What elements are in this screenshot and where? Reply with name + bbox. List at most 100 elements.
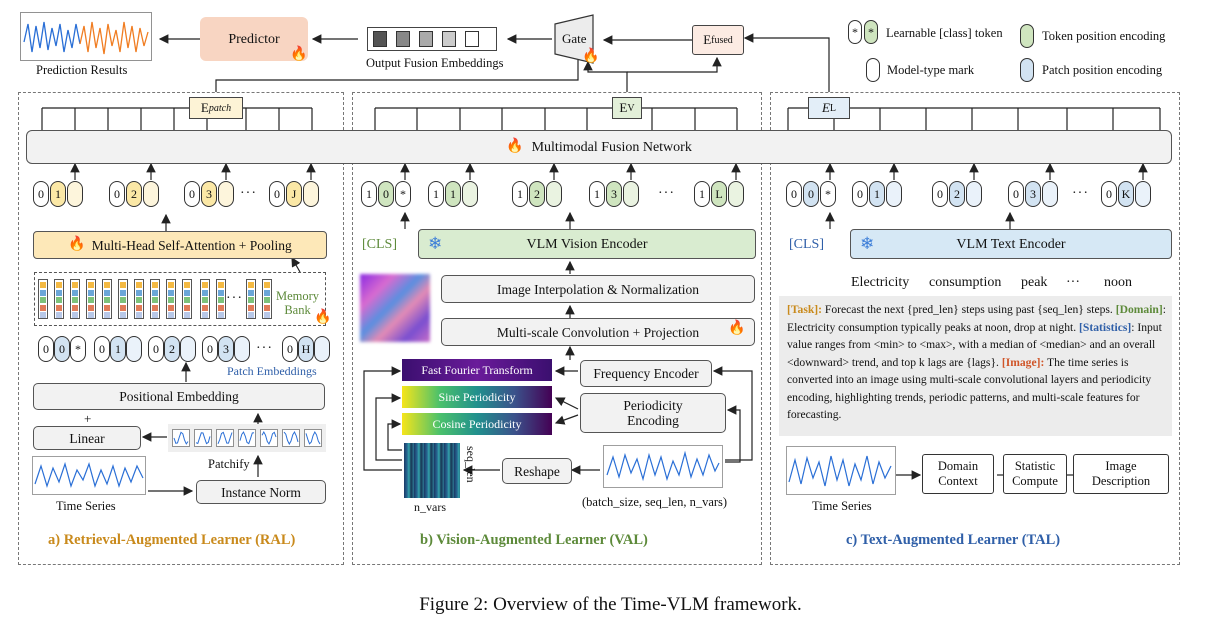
reshaped-matrix-image [404, 443, 460, 498]
patch-thumbnail [194, 429, 212, 447]
tal-token-word [1042, 181, 1058, 207]
token-text: L [715, 186, 723, 201]
ral-patch-position: 3 [218, 336, 234, 362]
memory-slot [86, 279, 96, 319]
memory-cell [152, 312, 158, 318]
memory-cell [168, 282, 174, 288]
memory-slot [102, 279, 112, 319]
token-text: 0 [287, 341, 293, 356]
memory-cell [152, 297, 158, 303]
attention-pooling-box: 🔥 Multi-Head Self-Attention + Pooling [33, 231, 327, 259]
ral-patch-model-token: 0 [148, 336, 164, 362]
ral-patch-embedding [234, 336, 250, 362]
word-consumption: consumption [929, 275, 1002, 290]
val-token-patch [546, 181, 562, 207]
sine-label: Sine Periodicity [438, 389, 516, 404]
ral-patch-position: 0 [54, 336, 70, 362]
embedding-slot [442, 31, 456, 47]
token-text: 0 [383, 186, 389, 201]
ral-patch-embedding [126, 336, 142, 362]
memory-cell [40, 289, 46, 296]
memory-cell [184, 282, 190, 288]
memory-slot [38, 279, 48, 319]
token-text: 1 [55, 186, 61, 201]
memory-cell [248, 297, 254, 303]
patch-thumbnail [238, 429, 256, 447]
token-text: 2 [169, 341, 175, 356]
token-text: H [301, 341, 311, 356]
sine-periodicity-strip: Sine Periodicity [402, 386, 552, 408]
legend-token-pos-token [1020, 24, 1034, 48]
token-text: 0 [59, 341, 65, 356]
legend-patch-pos-token [1020, 58, 1034, 82]
memory-slot [182, 279, 192, 319]
ral-patch-position: H [298, 336, 314, 362]
figure-caption: Figure 2: Overview of the Time-VLM frame… [419, 594, 802, 615]
memory-cell [72, 304, 78, 311]
memory-cell [104, 289, 110, 296]
cosine-label: Cosine Periodicity [432, 416, 522, 431]
star-glyph: * [852, 24, 858, 39]
memory-cell [202, 289, 208, 296]
ral-caption: a) Retrieval-Augmented Learner (RAL) [48, 532, 296, 548]
memory-cell [56, 304, 62, 311]
token-text: K [1121, 186, 1131, 201]
token-text: * [75, 341, 81, 356]
memory-cell [72, 312, 78, 318]
memory-bank-frame [34, 272, 326, 326]
plus-sign: + [84, 411, 92, 426]
fusion-label: Multimodal Fusion Network [531, 139, 692, 155]
memory-cell [40, 297, 46, 303]
memory-cell [40, 282, 46, 288]
val-cls-label: [CLS] [362, 237, 397, 252]
val-token-position: 3 [606, 181, 622, 207]
memory-cell [136, 297, 142, 303]
ral-token-position: 3 [201, 181, 217, 207]
patch-thumbnail [260, 429, 278, 447]
word-noon: noon [1104, 275, 1132, 290]
token-text: 2 [534, 186, 540, 201]
statistic-compute-label: Statistic Compute [1012, 459, 1058, 488]
legend-model-type-label: Model-type mark [887, 63, 975, 77]
positional-embedding-label: Positional Embedding [119, 389, 239, 404]
seq-len-label: seq_len [464, 446, 478, 483]
vision-encoder-label: VLM Vision Encoder [526, 236, 648, 252]
tal-token-position: 1 [869, 181, 885, 207]
memory-cell [248, 282, 254, 288]
word-ellipsis: ··· [1066, 275, 1080, 290]
image-interpolation-box: Image Interpolation & Normalization [441, 275, 755, 303]
predictor-label: Predictor [228, 31, 280, 47]
fire-icon: 🔥 [314, 310, 332, 325]
tal-time-series-plot [786, 446, 896, 495]
memory-cell [56, 312, 62, 318]
memory-slot [70, 279, 80, 319]
ellipsis: ··· [240, 186, 257, 201]
image-tag: [Image]: [1001, 355, 1045, 369]
ellipsis: ··· [256, 341, 273, 356]
frequency-encoder-label: Frequency Encoder [593, 366, 699, 381]
memory-cell [202, 282, 208, 288]
val-token-position: 2 [529, 181, 545, 207]
patch-thumbnail [172, 429, 190, 447]
domain-text: : Electricity consumption typically peak… [787, 303, 1166, 334]
legend-star-token-white: * [848, 20, 862, 44]
memory-cell [40, 312, 46, 318]
tal-time-series-label: Time Series [812, 499, 872, 513]
memory-cell [136, 304, 142, 311]
patch-embeddings-label: Patch Embeddings [227, 364, 317, 378]
val-model-token: 1 [428, 181, 444, 207]
memory-cell [218, 312, 224, 318]
e-l-sub: L [829, 102, 837, 114]
token-text: 2 [131, 186, 137, 201]
embedding-slot [465, 31, 479, 47]
token-text: * [825, 186, 831, 201]
frequency-encoder-box: Frequency Encoder [580, 360, 712, 387]
token-text: 0 [937, 186, 943, 201]
memory-slot [166, 279, 176, 319]
token-text: 0 [114, 186, 120, 201]
fire-icon: 🔥 [582, 49, 600, 64]
token-text: 1 [699, 186, 705, 201]
e-v-sub: V [627, 102, 635, 114]
val-caption: b) Vision-Augmented Learner (VAL) [420, 532, 648, 548]
